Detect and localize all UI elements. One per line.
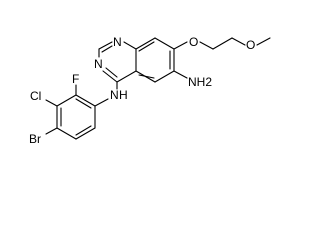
bond-o-ch2: [199, 41, 214, 50]
atom-br: Br: [29, 132, 41, 146]
bond-nh-aryl: [94, 98, 109, 107]
bond-c8a-n1: [123, 41, 137, 50]
atom-nh-h: H: [119, 88, 128, 102]
bond-c5-c6: [154, 70, 175, 83]
bond-n1-c2-double-b: [101, 45, 113, 53]
bond-ch2-o: [231, 37, 246, 46]
bond-n3-c4-double: [105, 67, 118, 78]
bond-c4p-c5p: [56, 127, 77, 140]
bond-c2p-c3p: [56, 94, 77, 107]
bond-ch2-ch2: [212, 37, 233, 50]
bond-c5p-c6p: [75, 127, 96, 140]
bond-c7-o: [173, 41, 188, 50]
bond-c4p-br: [45, 127, 58, 135]
bond-c8-c8a: [135, 37, 156, 50]
atom-o-ring: O: [189, 35, 198, 49]
bond-n1-c2-double-a: [98, 41, 113, 50]
atom-n3: N: [94, 57, 103, 71]
bond-n3-c4: [102, 70, 118, 83]
bond-c1p-c2p: [75, 94, 96, 107]
atom-n1: N: [113, 35, 122, 49]
bond-c3p-cl: [45, 99, 58, 107]
bonds: [45, 37, 271, 140]
bond-c7-c8: [154, 37, 175, 50]
molecule-structure: N N O O NH2 N H F Cl Br: [29, 35, 271, 146]
atom-labels: N N O O NH2 N H F Cl Br: [29, 35, 255, 146]
atom-o-chain: O: [246, 38, 255, 52]
atom-cl: Cl: [30, 89, 41, 103]
bond-c6-nh2: [173, 70, 188, 79]
bond-c1p-c2p-double: [75, 98, 92, 109]
bond-c4a-c5-double: [138, 74, 155, 79]
bond-c8-c8a-double: [138, 41, 155, 52]
atom-f: F: [72, 72, 79, 86]
bond-c4-c4a: [116, 70, 137, 83]
bond-c5p-c6p-double: [75, 125, 92, 136]
atom-nh-link: N: [110, 88, 119, 102]
bond-o-ch3: [256, 37, 271, 46]
atom-nh2: NH2: [188, 75, 212, 89]
